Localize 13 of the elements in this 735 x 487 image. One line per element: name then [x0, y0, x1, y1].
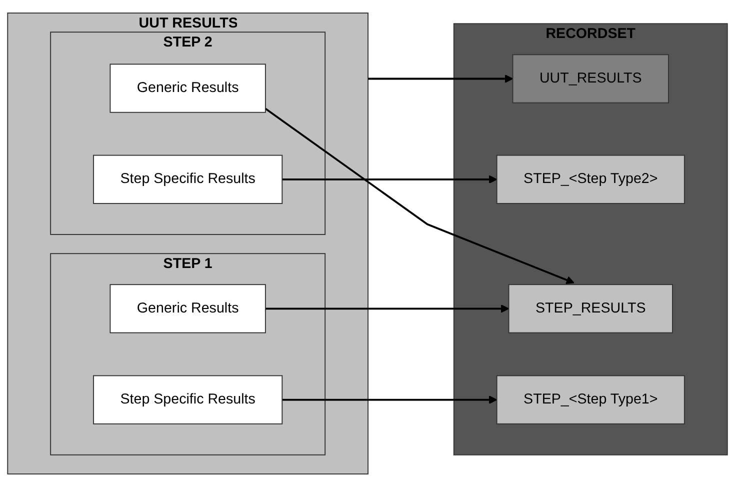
- arrow: [282, 175, 498, 184]
- node-box: Step Specific Results: [93, 154, 283, 204]
- node-box: STEP_<Step Type2>: [496, 154, 685, 204]
- node-box: Generic Results: [110, 64, 266, 113]
- node-box: STEP_<Step Type1>: [496, 375, 685, 424]
- node-box: STEP_RESULTS: [508, 284, 673, 334]
- node-box: UUT_RESULTS: [512, 54, 669, 104]
- arrow: [282, 396, 498, 404]
- node-box: Step Specific Results: [93, 375, 283, 424]
- arrow: [265, 304, 510, 313]
- arrow: [368, 74, 514, 83]
- arrow: [264, 108, 574, 284]
- node-box: Generic Results: [110, 284, 266, 334]
